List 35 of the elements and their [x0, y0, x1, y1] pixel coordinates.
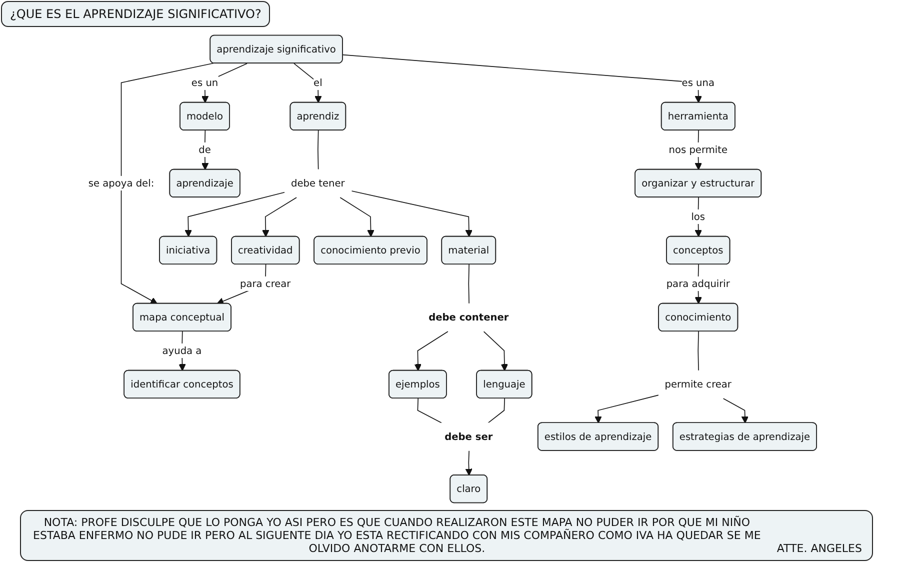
- edge-label: los: [691, 210, 706, 222]
- diagram-title: ¿QUE ES EL APRENDIZAJE SIGNIFICATIVO?: [1, 1, 270, 27]
- arrow: [340, 197, 374, 238]
- note-text: NOTA: PROFE DISCULPE QUE LO PONGA YO ASI PERO ES QUE CUANDO REALIZARON ESTE MAPA NO PUDER IR POR QUE MI NIÑO ESTABA ENFERMO NO PUDE IR PERO AL SIGUENTE DIA YO ESTA RECTIFICANDO CON MIS COMPAÑERO COMO IVA HA QUEDAR SE ME OLVIDO ANOTARME CON ELLOS.: [32, 516, 762, 555]
- arrow: [483, 331, 508, 372]
- signature-text: ATTE. ANGELES: [776, 542, 862, 555]
- node-text: debe ser: [444, 430, 493, 442]
- edge-label: el: [314, 76, 322, 88]
- arrow: [722, 398, 749, 424]
- arrow: [262, 197, 297, 238]
- connector: [468, 264, 470, 304]
- connector: [417, 398, 442, 424]
- connector: [698, 331, 699, 372]
- arrow: [201, 130, 209, 170]
- node-text: permite crear: [664, 378, 732, 390]
- node-text: debe contener: [428, 311, 509, 323]
- edge-label: es un: [191, 76, 218, 88]
- edge-label: para adquirir: [666, 278, 730, 290]
- arrow: [120, 62, 214, 304]
- arrow: [184, 192, 286, 238]
- edge-label: ayuda a: [162, 345, 202, 356]
- arrow: [465, 450, 472, 476]
- arrow: [342, 54, 702, 104]
- edge-label: de: [198, 144, 211, 156]
- edge-label: es una: [682, 76, 714, 88]
- node-text: debe tener: [291, 177, 345, 189]
- edge-label: se apoya del:: [88, 177, 154, 189]
- arrow: [414, 331, 448, 372]
- edge-label: para crear: [240, 278, 291, 290]
- arrow: [351, 190, 473, 238]
- arrow: [294, 63, 322, 104]
- connector: [488, 398, 505, 424]
- arrow: [594, 394, 660, 424]
- edge-label: nos permite: [668, 144, 728, 156]
- connector: [318, 130, 319, 170]
